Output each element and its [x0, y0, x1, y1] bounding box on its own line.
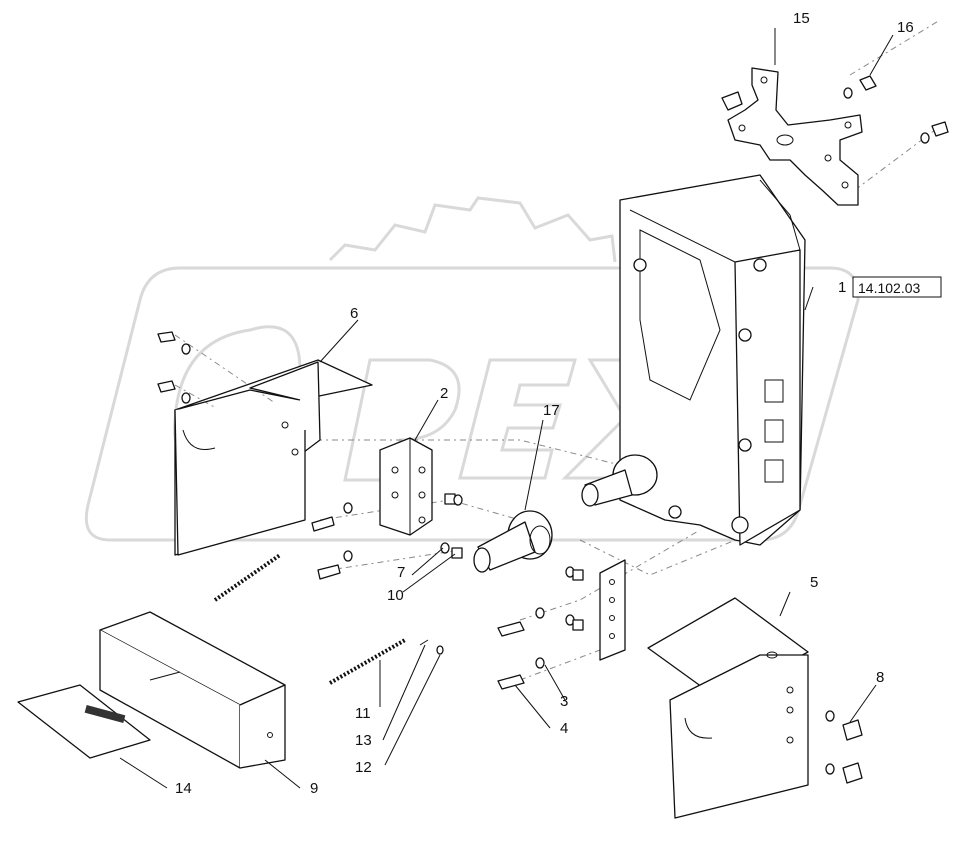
- cover-9: [99, 611, 286, 769]
- assembly-lines: [174, 19, 941, 681]
- callout-13: 13: [355, 732, 372, 749]
- callout-6: 6: [350, 305, 358, 322]
- watermark-gear: [328, 196, 617, 263]
- callout-3: 3: [560, 693, 568, 710]
- callout-16: 16: [897, 19, 914, 36]
- bolts-2: [311, 493, 463, 580]
- shield-plate-6: [174, 359, 373, 556]
- leader-lines: [119, 28, 894, 789]
- callout-12: 12: [355, 759, 372, 776]
- callout-labels: 1 2 3 4 5 6 7 8 9 10 11 12 13 14 15 16 1…: [175, 10, 914, 797]
- callout-7: 7: [397, 564, 405, 581]
- callout-4: 4: [560, 720, 568, 737]
- callout-11: 11: [355, 705, 371, 722]
- bolts-3-4: [497, 607, 545, 690]
- decal-14: [17, 684, 151, 759]
- gearbox-housing: [581, 174, 806, 546]
- bolts-6: [157, 331, 191, 404]
- callout-1: 1: [838, 279, 846, 296]
- bolts-5: [565, 566, 863, 784]
- bolt-16: [843, 75, 949, 144]
- callout-5: 5: [810, 574, 818, 591]
- vertical-bar: [599, 559, 626, 661]
- bracket-15: [721, 67, 863, 206]
- watermark-letter-e: [458, 358, 577, 480]
- callout-14: 14: [175, 780, 192, 797]
- watermark-letter-p: [343, 358, 461, 482]
- springs-11: [213, 553, 406, 685]
- angle-bracket-2: [379, 437, 433, 536]
- callout-17: 17: [543, 402, 560, 419]
- pins-12-13: [419, 639, 444, 655]
- shaft-hub-17: [473, 510, 553, 573]
- callout-2: 2: [440, 385, 448, 402]
- reference-label: 14.102.03: [858, 280, 920, 296]
- callout-15: 15: [793, 10, 810, 27]
- callout-9: 9: [310, 780, 318, 797]
- plate-5: [647, 597, 809, 819]
- callout-8: 8: [876, 669, 884, 686]
- callout-10: 10: [387, 587, 404, 604]
- reference-box: 14.102.03: [852, 276, 942, 298]
